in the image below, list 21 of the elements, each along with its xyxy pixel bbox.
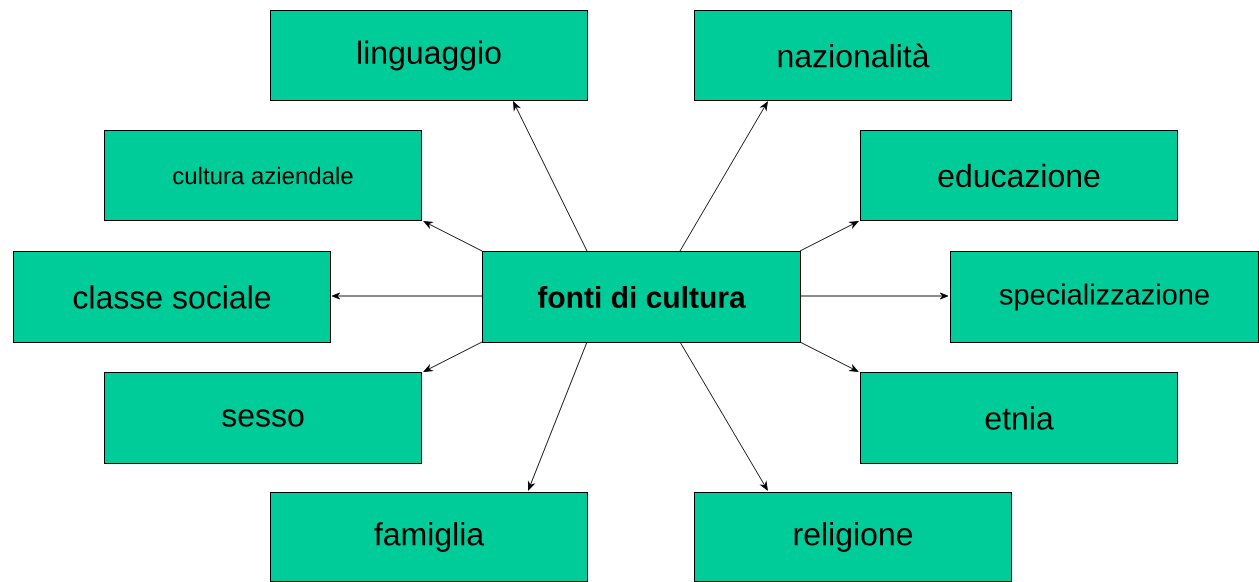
arrow [423, 341, 483, 372]
topic-box: religione [694, 492, 1012, 582]
topic-box: linguaggio [270, 10, 588, 101]
arrow [799, 341, 859, 372]
topic-box: famiglia [270, 492, 588, 582]
topic-box: cultura aziendale [104, 130, 422, 221]
arrow [513, 101, 588, 252]
topic-box: classe sociale [13, 251, 331, 343]
topic-box: educazione [860, 130, 1178, 221]
arrow [331, 292, 483, 300]
arrow [423, 221, 483, 252]
arrow [527, 341, 588, 491]
topic-box: sesso [104, 372, 422, 464]
arrow [799, 292, 949, 300]
arrow [679, 341, 768, 491]
topic-box: nazionalità [694, 10, 1012, 101]
arrow [799, 221, 859, 252]
arrow [679, 101, 768, 252]
center-box: fonti di cultura [482, 251, 801, 343]
topic-box: etnia [860, 372, 1178, 464]
topic-box: specializzazione [950, 251, 1259, 343]
